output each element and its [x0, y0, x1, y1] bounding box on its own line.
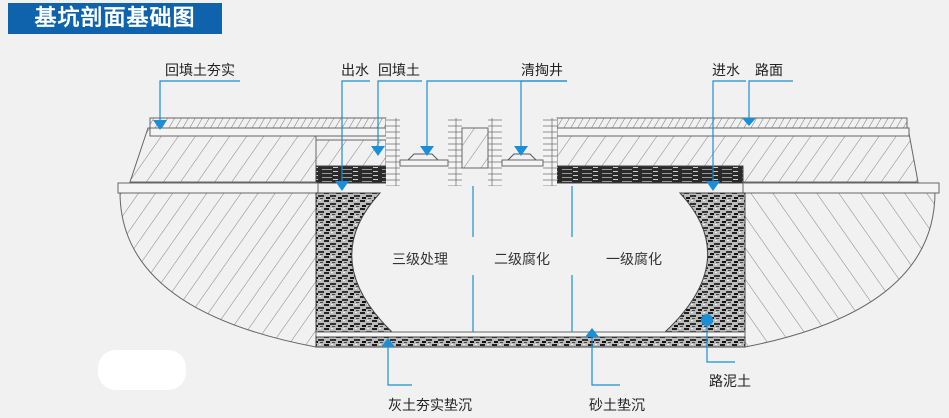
zone-second: 二级腐化 [494, 251, 550, 268]
label-sand-soil: 砂土垫沉 [589, 398, 645, 414]
arrow-down-icon [514, 146, 528, 156]
label-outlet: 出水 [341, 63, 369, 79]
label-inlet: 进水 [712, 63, 740, 79]
streak-layer-right [556, 165, 744, 184]
tank-gravel-left [315, 192, 394, 333]
label-backfill: 回填土 [378, 63, 420, 79]
arrow-up-icon [585, 328, 599, 337]
label-backfill-tamped: 回填土夯实 [165, 63, 235, 79]
road-surface-left [149, 117, 387, 129]
arrow-down-icon [420, 146, 434, 156]
ground-band [117, 182, 319, 194]
label-road-mud: 路泥土 [709, 374, 751, 390]
manhole-wall [386, 118, 400, 186]
decorative-blob [98, 350, 186, 390]
label-road-surface: 路面 [755, 63, 783, 79]
marker-dot-icon [701, 314, 713, 326]
zone-first: 一级腐化 [606, 251, 662, 268]
right-soil [744, 191, 936, 348]
tank-bottom [315, 331, 746, 338]
diagram-title: 基坑剖面基础图 [8, 3, 222, 34]
zone-third: 三级处理 [392, 252, 448, 268]
arrow-down-icon [706, 181, 720, 191]
road-surface-right [556, 117, 908, 129]
label-cleanout-well: 清掏井 [521, 63, 563, 79]
left-backfill-inner [315, 139, 387, 167]
manhole-cover-1 [407, 153, 439, 161]
arrow-down-icon [153, 120, 167, 130]
gravel-bed [315, 336, 746, 348]
arrow-down-icon [335, 181, 349, 191]
arrow-down-icon [742, 118, 756, 126]
tank-gravel-right [663, 192, 746, 333]
arrow-up-icon [381, 338, 395, 347]
label-lime-soil: 灰土夯实垫沉 [388, 398, 472, 414]
streak-layer-left [315, 165, 387, 184]
arrow-down-icon [371, 146, 385, 156]
manhole-cover-2 [507, 153, 537, 161]
left-soil [119, 191, 317, 348]
